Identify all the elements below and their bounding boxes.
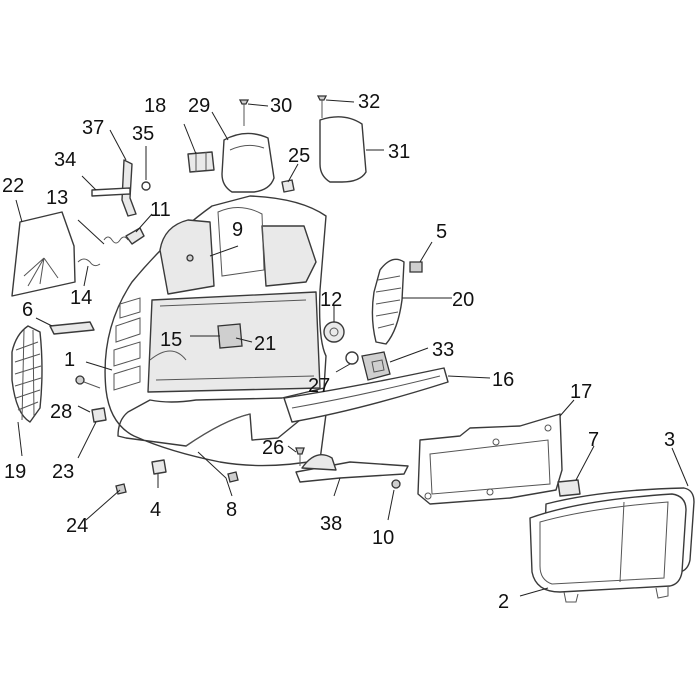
callout-17: 17	[570, 381, 592, 403]
callout-22: 22	[2, 175, 24, 197]
leader-lines	[15, 99, 689, 597]
callout-18: 18	[144, 95, 166, 117]
callout-16: 16	[492, 369, 514, 391]
callout-13: 13	[46, 187, 68, 209]
part-16-trim-strip	[283, 367, 449, 423]
part-26-screw	[295, 447, 305, 466]
part-9-screw	[186, 254, 194, 262]
callout-10: 10	[372, 527, 394, 549]
part-31-right-cover	[319, 116, 367, 183]
callout-12: 12	[320, 289, 342, 311]
part-1-front-body	[104, 195, 331, 467]
callout-9: 9	[232, 219, 243, 241]
callout-20: 20	[452, 289, 474, 311]
part-17-frame	[417, 413, 563, 505]
part-23-clip	[91, 407, 107, 423]
callout-5: 5	[436, 221, 447, 243]
callout-30: 30	[270, 95, 292, 117]
part-4-clip	[151, 459, 167, 475]
callout-38: 38	[320, 513, 342, 535]
part-22-panel	[11, 211, 76, 297]
callout-28: 28	[50, 401, 72, 423]
part-14-clip	[77, 258, 101, 267]
part-7-bracket	[557, 479, 581, 497]
callout-21: 21	[254, 333, 276, 355]
part-13-spring	[103, 236, 129, 244]
callout-29: 29	[188, 95, 210, 117]
part-5-screw	[409, 261, 423, 273]
part-10-screw	[391, 479, 401, 489]
callout-31: 31	[388, 141, 410, 163]
part-2-lens	[529, 493, 687, 603]
callout-4: 4	[150, 499, 161, 521]
part-35-nut	[141, 181, 151, 191]
part-29-upper-cover	[221, 132, 275, 193]
part-32-screw	[316, 95, 328, 118]
callout-1: 1	[64, 349, 75, 371]
callout-35: 35	[132, 123, 154, 145]
part-27-nut	[345, 351, 359, 365]
part-11-clip	[125, 227, 145, 245]
part-30-screw	[238, 99, 250, 126]
callout-labels: 1 2 3 4 5 6 7 8 9 10 11 12 13 14 15 16 1…	[2, 91, 675, 613]
callout-6: 6	[22, 299, 33, 321]
part-33-socket	[361, 351, 391, 381]
callout-3: 3	[664, 429, 675, 451]
callout-8: 8	[226, 499, 237, 521]
part-8-screw	[227, 471, 239, 483]
callout-7: 7	[588, 429, 599, 451]
callout-11: 11	[150, 199, 171, 221]
callout-23: 23	[52, 461, 74, 483]
callout-27: 27	[308, 375, 330, 397]
callout-34: 34	[54, 149, 76, 171]
callout-25: 25	[288, 145, 310, 167]
callout-33: 33	[432, 339, 454, 361]
part-20-right-grille	[371, 258, 405, 345]
callout-24: 24	[66, 515, 88, 537]
part-34-bolt	[91, 187, 131, 197]
part-12-round-clip	[323, 321, 345, 343]
part-38-lower-bracket	[295, 454, 409, 483]
callout-26: 26	[262, 437, 284, 459]
callout-15: 15	[160, 329, 182, 351]
callout-19: 19	[4, 461, 26, 483]
part-19-left-grille	[11, 325, 43, 423]
callout-14: 14	[70, 287, 92, 309]
part-28-screw	[75, 375, 101, 389]
callout-2: 2	[498, 591, 509, 613]
callout-32: 32	[358, 91, 380, 113]
callout-37: 37	[82, 117, 104, 139]
part-6-bracket	[49, 321, 95, 335]
part-18-holder	[187, 151, 215, 173]
